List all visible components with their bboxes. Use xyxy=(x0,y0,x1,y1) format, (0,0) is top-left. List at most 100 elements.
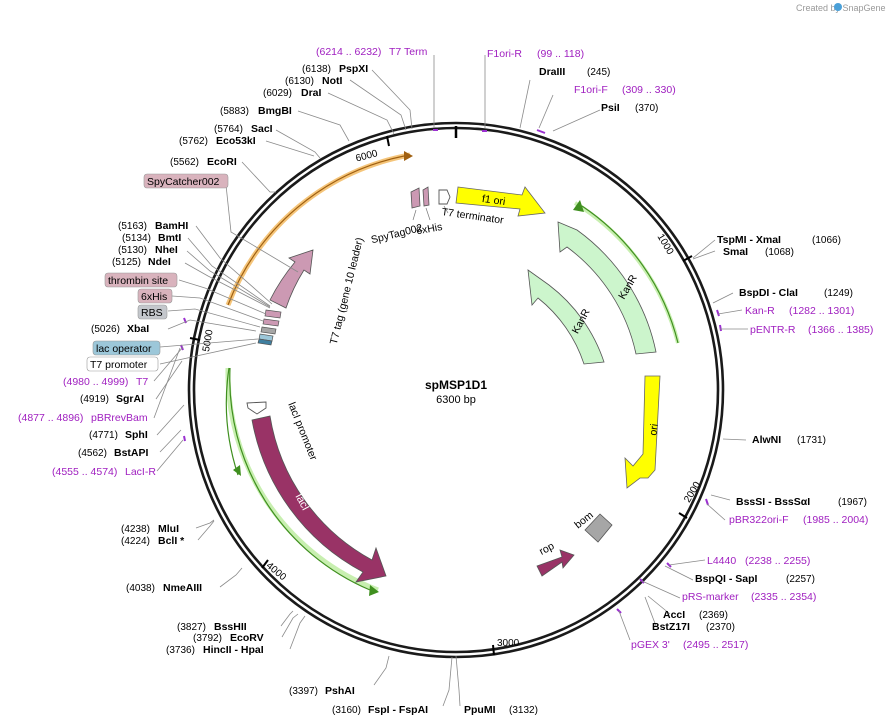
primer-name: pGEX 3' xyxy=(631,639,670,651)
tick-mark xyxy=(678,512,688,519)
primer-name: F1ori-F xyxy=(574,84,608,96)
kanr-inner-arrow xyxy=(527,269,605,365)
primer-name: T7 Term xyxy=(389,46,428,58)
rbs-feature xyxy=(260,326,277,335)
spycatcher-orf-glow xyxy=(225,152,411,306)
t7tag-label: T7 tag (gene 10 leader) xyxy=(328,236,366,345)
site-coord: (5130) xyxy=(118,245,147,256)
site-name: BmtI xyxy=(158,232,181,244)
site-coord: (4224) xyxy=(121,536,150,547)
site-coord: (2369) xyxy=(699,610,728,621)
primer-name: pBRrevBam xyxy=(91,412,148,424)
site-coord: (370) xyxy=(635,103,658,114)
site-coord: (1249) xyxy=(824,288,853,299)
spytag-arrow xyxy=(410,187,421,209)
site-coord: (1967) xyxy=(838,497,867,508)
boxed-feature-label: 6xHis xyxy=(141,291,167,303)
site-coord: (6130) xyxy=(285,76,314,87)
primer-labels: (6214 .. 6232) T7 Term F1ori-R (99 .. 11… xyxy=(18,46,873,651)
site-coord: (5883) xyxy=(220,106,249,117)
t7-terminator-arrow xyxy=(438,189,451,205)
primer-name: F1ori-R xyxy=(487,48,522,60)
primer-name: Kan-R xyxy=(745,305,775,317)
site-coord: (2257) xyxy=(786,574,815,585)
site-coord: (245) xyxy=(587,67,610,78)
t7tag-arrow xyxy=(269,249,314,309)
site-name: FspI - FspAI xyxy=(368,704,428,716)
site-coord: (4038) xyxy=(126,583,155,594)
site-name: EcoRI xyxy=(207,156,237,168)
site-name: PsiI xyxy=(601,102,620,114)
primer-range: (1985 .. 2004) xyxy=(803,514,868,526)
site-name: DraIII xyxy=(539,66,565,78)
kanr-orf-arrowhead xyxy=(573,200,584,212)
site-coord: (4562) xyxy=(78,448,107,459)
site-coord: (1066) xyxy=(812,235,841,246)
laci-orf-glow xyxy=(225,367,379,593)
tick-mark xyxy=(682,255,693,262)
site-coord: (3397) xyxy=(289,686,318,697)
tick-mark xyxy=(386,135,390,147)
site-name: PshAI xyxy=(325,685,355,697)
site-coord: (1731) xyxy=(797,435,826,446)
primer-range: (4555 .. 4574) xyxy=(52,466,117,478)
site-name: SphI xyxy=(125,429,148,441)
site-name: NotI xyxy=(322,75,342,87)
primer-range: (99 .. 118) xyxy=(537,48,584,60)
tick-label: 3000 xyxy=(497,638,520,649)
boxed-feature-label: thrombin site xyxy=(108,275,168,287)
site-name: BstZ17I xyxy=(652,621,690,633)
boxed-feature-label: SpyCatcher002 xyxy=(147,176,220,188)
thrombin-site-feature xyxy=(264,309,282,319)
site-coord: (5163) xyxy=(118,221,147,232)
boxed-feature-label: lac operator xyxy=(96,343,152,355)
site-coord: (2370) xyxy=(706,622,735,633)
primer-range: (1282 .. 1301) xyxy=(789,305,854,317)
ori-label: ori xyxy=(647,423,661,436)
site-name: NdeI xyxy=(148,256,171,268)
site-name: SmaI xyxy=(723,246,748,258)
primer-range: (309 .. 330) xyxy=(622,84,676,96)
site-name: SacI xyxy=(251,123,273,135)
site-name: BspQI - SapI xyxy=(695,573,758,585)
tick-label: 5000 xyxy=(201,328,216,352)
site-coord: (6138) xyxy=(302,64,331,75)
primer-name: pBR322ori-F xyxy=(729,514,789,526)
site-name: BstAPI xyxy=(114,447,149,459)
site-coord: (5026) xyxy=(91,324,120,335)
bom-feature xyxy=(584,513,613,543)
laci-promoter-label: lacI promoter xyxy=(285,401,319,463)
primer-name: T7 xyxy=(136,376,148,388)
site-name: NmeAIII xyxy=(163,582,202,594)
tick-mark xyxy=(261,559,269,569)
boxed-feature-label: T7 promoter xyxy=(90,359,148,371)
primer-name: L4440 xyxy=(707,555,736,567)
site-name: BssHII xyxy=(214,621,247,633)
site-coord: (3736) xyxy=(166,645,195,656)
his-label: 6xHis xyxy=(415,221,443,237)
site-labels: DraIII (245) PsiI (370) TspMI - XmaI (10… xyxy=(78,63,867,716)
site-name: XbaI xyxy=(127,323,149,335)
tick-mark xyxy=(189,337,201,341)
site-name: MluI xyxy=(158,523,179,535)
his-arrow xyxy=(422,186,430,207)
f1-ori-label: f1 ori xyxy=(481,193,506,208)
site-name: AccI xyxy=(663,609,685,621)
site-coord: (3792) xyxy=(193,633,222,644)
site-name: BssSI - BssSαI xyxy=(736,496,810,508)
snapgene-logo-icon xyxy=(834,3,842,11)
spycatcher-orf-line xyxy=(227,155,405,306)
site-name: NheI xyxy=(155,244,178,256)
spycatcher-orf-arrowhead xyxy=(404,151,413,161)
laci-orf-line xyxy=(229,367,371,591)
primer-name: LacI-R xyxy=(125,466,156,478)
primer-range: (1366 .. 1385) xyxy=(808,324,873,336)
site-name: SgrAI xyxy=(116,393,144,405)
site-coord: (5762) xyxy=(179,136,208,147)
site-coord: (5562) xyxy=(170,157,199,168)
rop-label: rop xyxy=(537,540,556,558)
primer-range: (2238 .. 2255) xyxy=(745,555,810,567)
site-coord: (5125) xyxy=(112,257,141,268)
site-coord: (1068) xyxy=(765,247,794,258)
site-coord: (5134) xyxy=(122,233,151,244)
